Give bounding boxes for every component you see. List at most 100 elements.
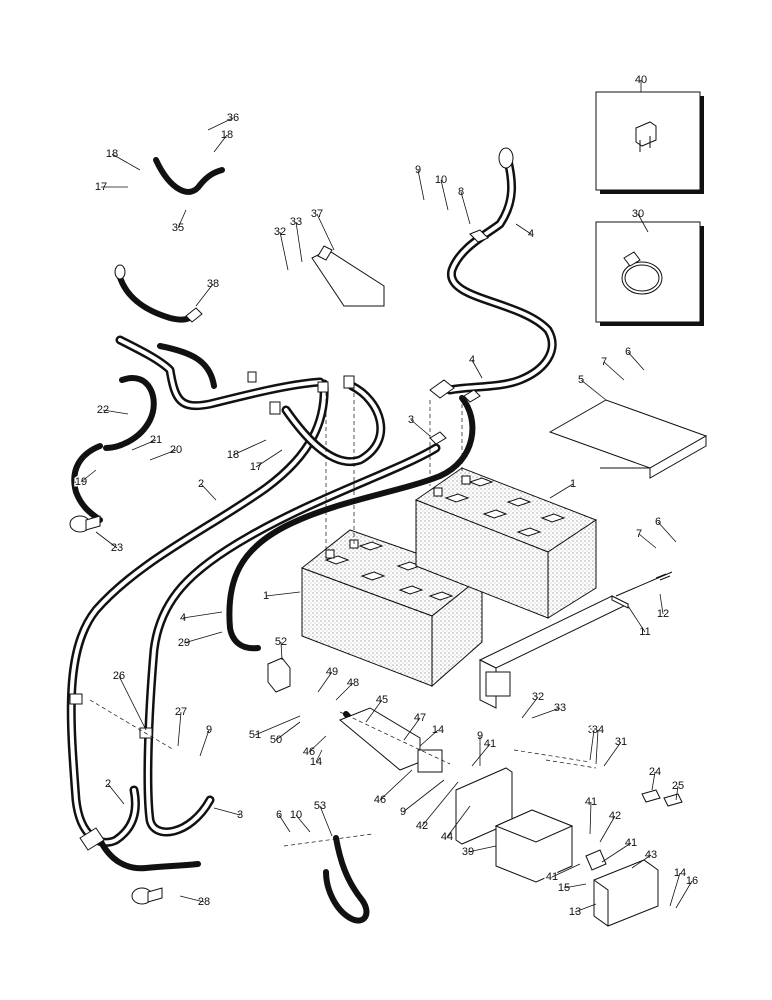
leader-line-6 [627, 351, 645, 371]
callout-43: 43 [645, 849, 657, 861]
leader-line-3 [410, 419, 431, 437]
leader-line-4 [471, 359, 483, 379]
leader-line-8 [460, 191, 471, 225]
leader-line-36 [207, 117, 234, 131]
callout-41: 41 [625, 837, 637, 849]
leader-line-39 [467, 845, 497, 853]
callout-4: 4 [469, 354, 475, 366]
callout-33: 33 [588, 724, 600, 736]
callout-25: 25 [672, 780, 684, 792]
inset-30-hose-clamp [595, 221, 704, 326]
leader-line-18 [213, 134, 228, 153]
callout-33: 33 [554, 702, 566, 714]
callout-3: 3 [408, 414, 414, 426]
leader-line-53 [319, 805, 333, 837]
leader-line-4 [515, 223, 532, 235]
leader-line-24 [651, 771, 656, 791]
leader-lines [80, 80, 693, 913]
callout-24: 24 [649, 766, 661, 778]
callout-7: 7 [636, 528, 642, 540]
callout-36: 36 [227, 112, 239, 124]
leader-line-27 [177, 711, 182, 747]
callout-18: 18 [106, 148, 118, 160]
leader-line-14 [669, 872, 681, 907]
leader-line-10 [440, 179, 449, 211]
leader-line-15 [563, 883, 587, 889]
leader-line-3 [213, 807, 241, 816]
leader-line-45 [365, 699, 383, 723]
callout-6: 6 [625, 346, 631, 358]
callout-20: 20 [170, 444, 182, 456]
leader-line-49 [317, 671, 333, 693]
cables [66, 155, 557, 924]
callout-27: 27 [175, 706, 187, 718]
callout-10: 10 [435, 174, 447, 186]
leader-line-50 [275, 721, 301, 741]
callout-32: 32 [532, 691, 544, 703]
leader-line-9 [402, 779, 445, 813]
leader-line-17 [255, 449, 283, 468]
leader-line-31 [603, 741, 622, 767]
callout-9: 9 [415, 164, 421, 176]
callout-9: 9 [206, 724, 212, 736]
leader-line-33 [295, 221, 303, 263]
leader-line-19 [80, 469, 97, 483]
leader-line-29 [183, 631, 223, 644]
leader-line-18 [111, 153, 141, 171]
leader-line-5 [580, 379, 607, 401]
leader-line-4 [182, 611, 223, 619]
leader-line-34 [595, 729, 599, 765]
leader-line-38 [195, 283, 214, 307]
leader-line-16 [675, 880, 693, 909]
leader-line-42 [421, 781, 459, 827]
leader-line-13 [574, 903, 597, 913]
leader-line-44 [446, 805, 471, 838]
callout-41: 41 [585, 796, 597, 808]
callout-53: 53 [314, 800, 326, 812]
callout-37: 37 [311, 208, 323, 220]
leader-line-33 [589, 729, 595, 761]
callout-41: 41 [484, 738, 496, 750]
leader-line-2 [107, 783, 125, 805]
leader-line-46 [308, 735, 327, 753]
small-parts [69, 147, 683, 927]
callout-10: 10 [290, 809, 302, 821]
leader-line-1 [549, 483, 574, 499]
callout-47: 47 [414, 712, 426, 724]
callout-30: 30 [632, 208, 644, 220]
callout-9: 9 [477, 730, 483, 742]
callout-26: 26 [113, 670, 125, 682]
leader-line-41 [601, 842, 632, 863]
leader-line-7 [603, 361, 625, 381]
callout-32: 32 [274, 226, 286, 238]
leader-line-6 [278, 814, 291, 833]
callout-2: 2 [105, 778, 111, 790]
leader-line-22 [102, 409, 129, 415]
callout-42: 42 [609, 810, 621, 822]
leader-line-21 [131, 439, 157, 451]
leader-line-1 [265, 591, 301, 597]
leader-line-32 [279, 231, 289, 271]
callout-1: 1 [570, 478, 576, 490]
leader-line-52 [280, 641, 283, 661]
callout-49: 49 [326, 666, 338, 678]
callout-7: 7 [601, 356, 607, 368]
leader-line-51 [254, 715, 301, 736]
leader-line-20 [149, 449, 177, 461]
callout-52: 52 [275, 636, 287, 648]
leader-line-14 [419, 729, 439, 747]
leader-line-48 [335, 682, 354, 701]
battery-rear [414, 467, 598, 619]
leader-line-9 [199, 729, 210, 757]
leader-line-47 [403, 717, 421, 741]
leader-line-25 [675, 785, 679, 801]
callout-2: 2 [198, 478, 204, 490]
callout-5: 5 [578, 374, 584, 386]
leader-line-10 [295, 814, 311, 833]
leader-line-41 [589, 801, 592, 835]
callout-21: 21 [150, 434, 162, 446]
callout-6: 6 [276, 809, 282, 821]
callout-45: 45 [376, 694, 388, 706]
callout-38: 38 [207, 278, 219, 290]
